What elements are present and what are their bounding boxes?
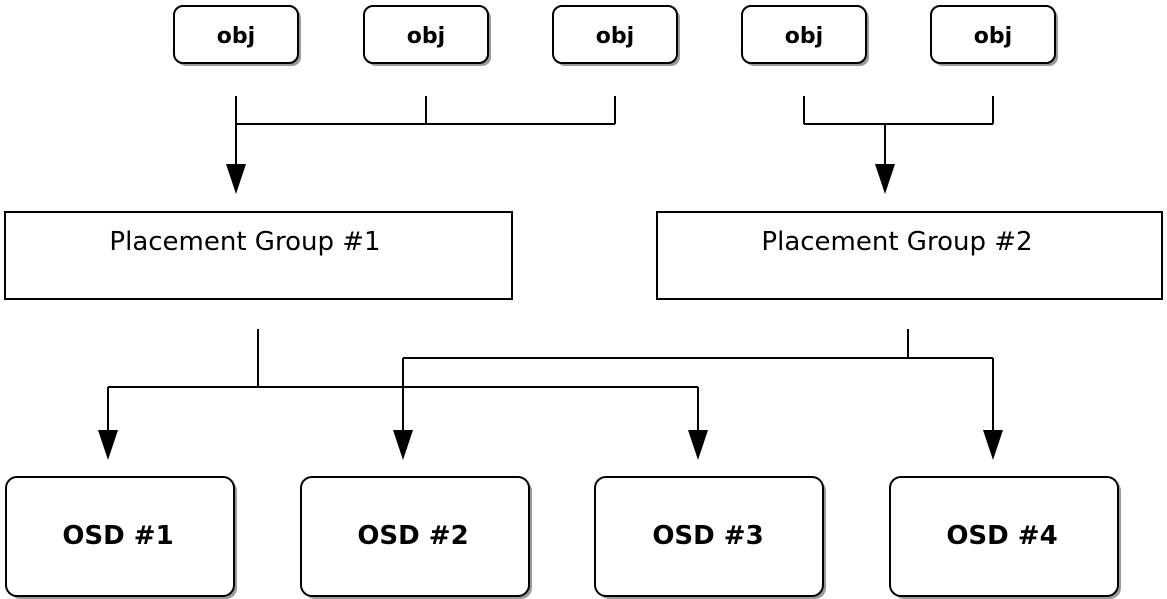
osd-node-4: OSD #4: [889, 476, 1121, 599]
osd-node-1: OSD #1: [5, 476, 237, 599]
osd-node-label: OSD #4: [946, 521, 1057, 551]
arrow-head: [875, 164, 895, 194]
placement-group-1: Placement Group #1: [4, 211, 513, 300]
osd-node-label: OSD #1: [62, 521, 173, 551]
arrow-head: [688, 430, 708, 460]
connector-objects-to-pg2: [803, 96, 994, 194]
object-node-label: obj: [217, 24, 255, 49]
placement-group-2: Placement Group #2: [656, 211, 1163, 300]
arrow-head: [226, 164, 246, 194]
osd-node-label: OSD #2: [357, 521, 468, 551]
arrow-head: [983, 430, 1003, 460]
object-node-label: obj: [407, 24, 445, 49]
osd-node-label: OSD #3: [652, 521, 763, 551]
object-node-3: obj: [552, 5, 680, 66]
placement-group-label: Placement Group #1: [109, 227, 380, 257]
object-node-4: obj: [741, 5, 869, 66]
object-node-label: obj: [974, 24, 1012, 49]
object-node-2: obj: [363, 5, 491, 66]
object-node-label: obj: [596, 24, 634, 49]
arrow-head: [98, 430, 118, 460]
osd-node-2: OSD #2: [300, 476, 532, 599]
object-node-1: obj: [173, 5, 301, 66]
connector-pg2-to-osds: [393, 329, 1003, 460]
object-node-5: obj: [930, 5, 1058, 66]
osd-node-3: OSD #3: [594, 476, 826, 599]
placement-group-label: Placement Group #2: [761, 227, 1032, 257]
connector-objects-to-pg1: [226, 96, 616, 194]
arrow-head: [393, 430, 413, 460]
object-node-label: obj: [785, 24, 823, 49]
